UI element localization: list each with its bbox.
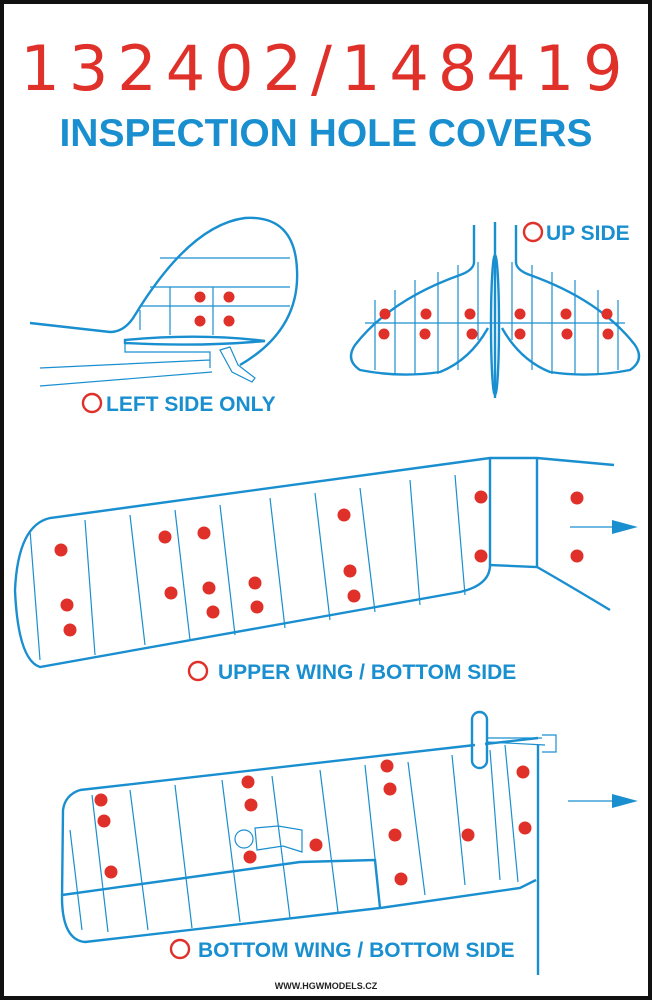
footer-url[interactable]: WWW.HGWMODELS.CZ: [275, 981, 378, 991]
label-up-side: UP SIDE: [522, 221, 630, 245]
hole-cover-icon: [169, 938, 191, 960]
rudder-drawing: [29, 216, 299, 387]
svg-text:BOTTOM WING / BOTTOM SIDE: BOTTOM WING / BOTTOM SIDE: [198, 939, 515, 962]
page-title: INSPECTION HOLE COVERS: [59, 112, 592, 155]
svg-text:LEFT SIDE ONLY: LEFT SIDE ONLY: [106, 393, 276, 416]
upper-wing-drawing: [13, 456, 638, 669]
label-left-side-only: LEFT SIDE ONLY: [81, 392, 276, 416]
hole-cover-icon: [187, 660, 209, 682]
svg-text:UPPER WING / BOTTOM SIDE: UPPER WING / BOTTOM SIDE: [218, 661, 516, 684]
hole-cover-icon: [522, 221, 544, 243]
bottom-wing-drawing: [60, 710, 638, 975]
svg-text:UP SIDE: UP SIDE: [546, 222, 630, 245]
tailplane-drawing: [349, 222, 641, 398]
label-upper-wing: UPPER WING / BOTTOM SIDE: [187, 660, 516, 684]
product-code: 132402/148419: [20, 32, 631, 105]
hole-cover-icon: [81, 392, 103, 414]
label-bottom-wing: BOTTOM WING / BOTTOM SIDE: [169, 938, 515, 962]
